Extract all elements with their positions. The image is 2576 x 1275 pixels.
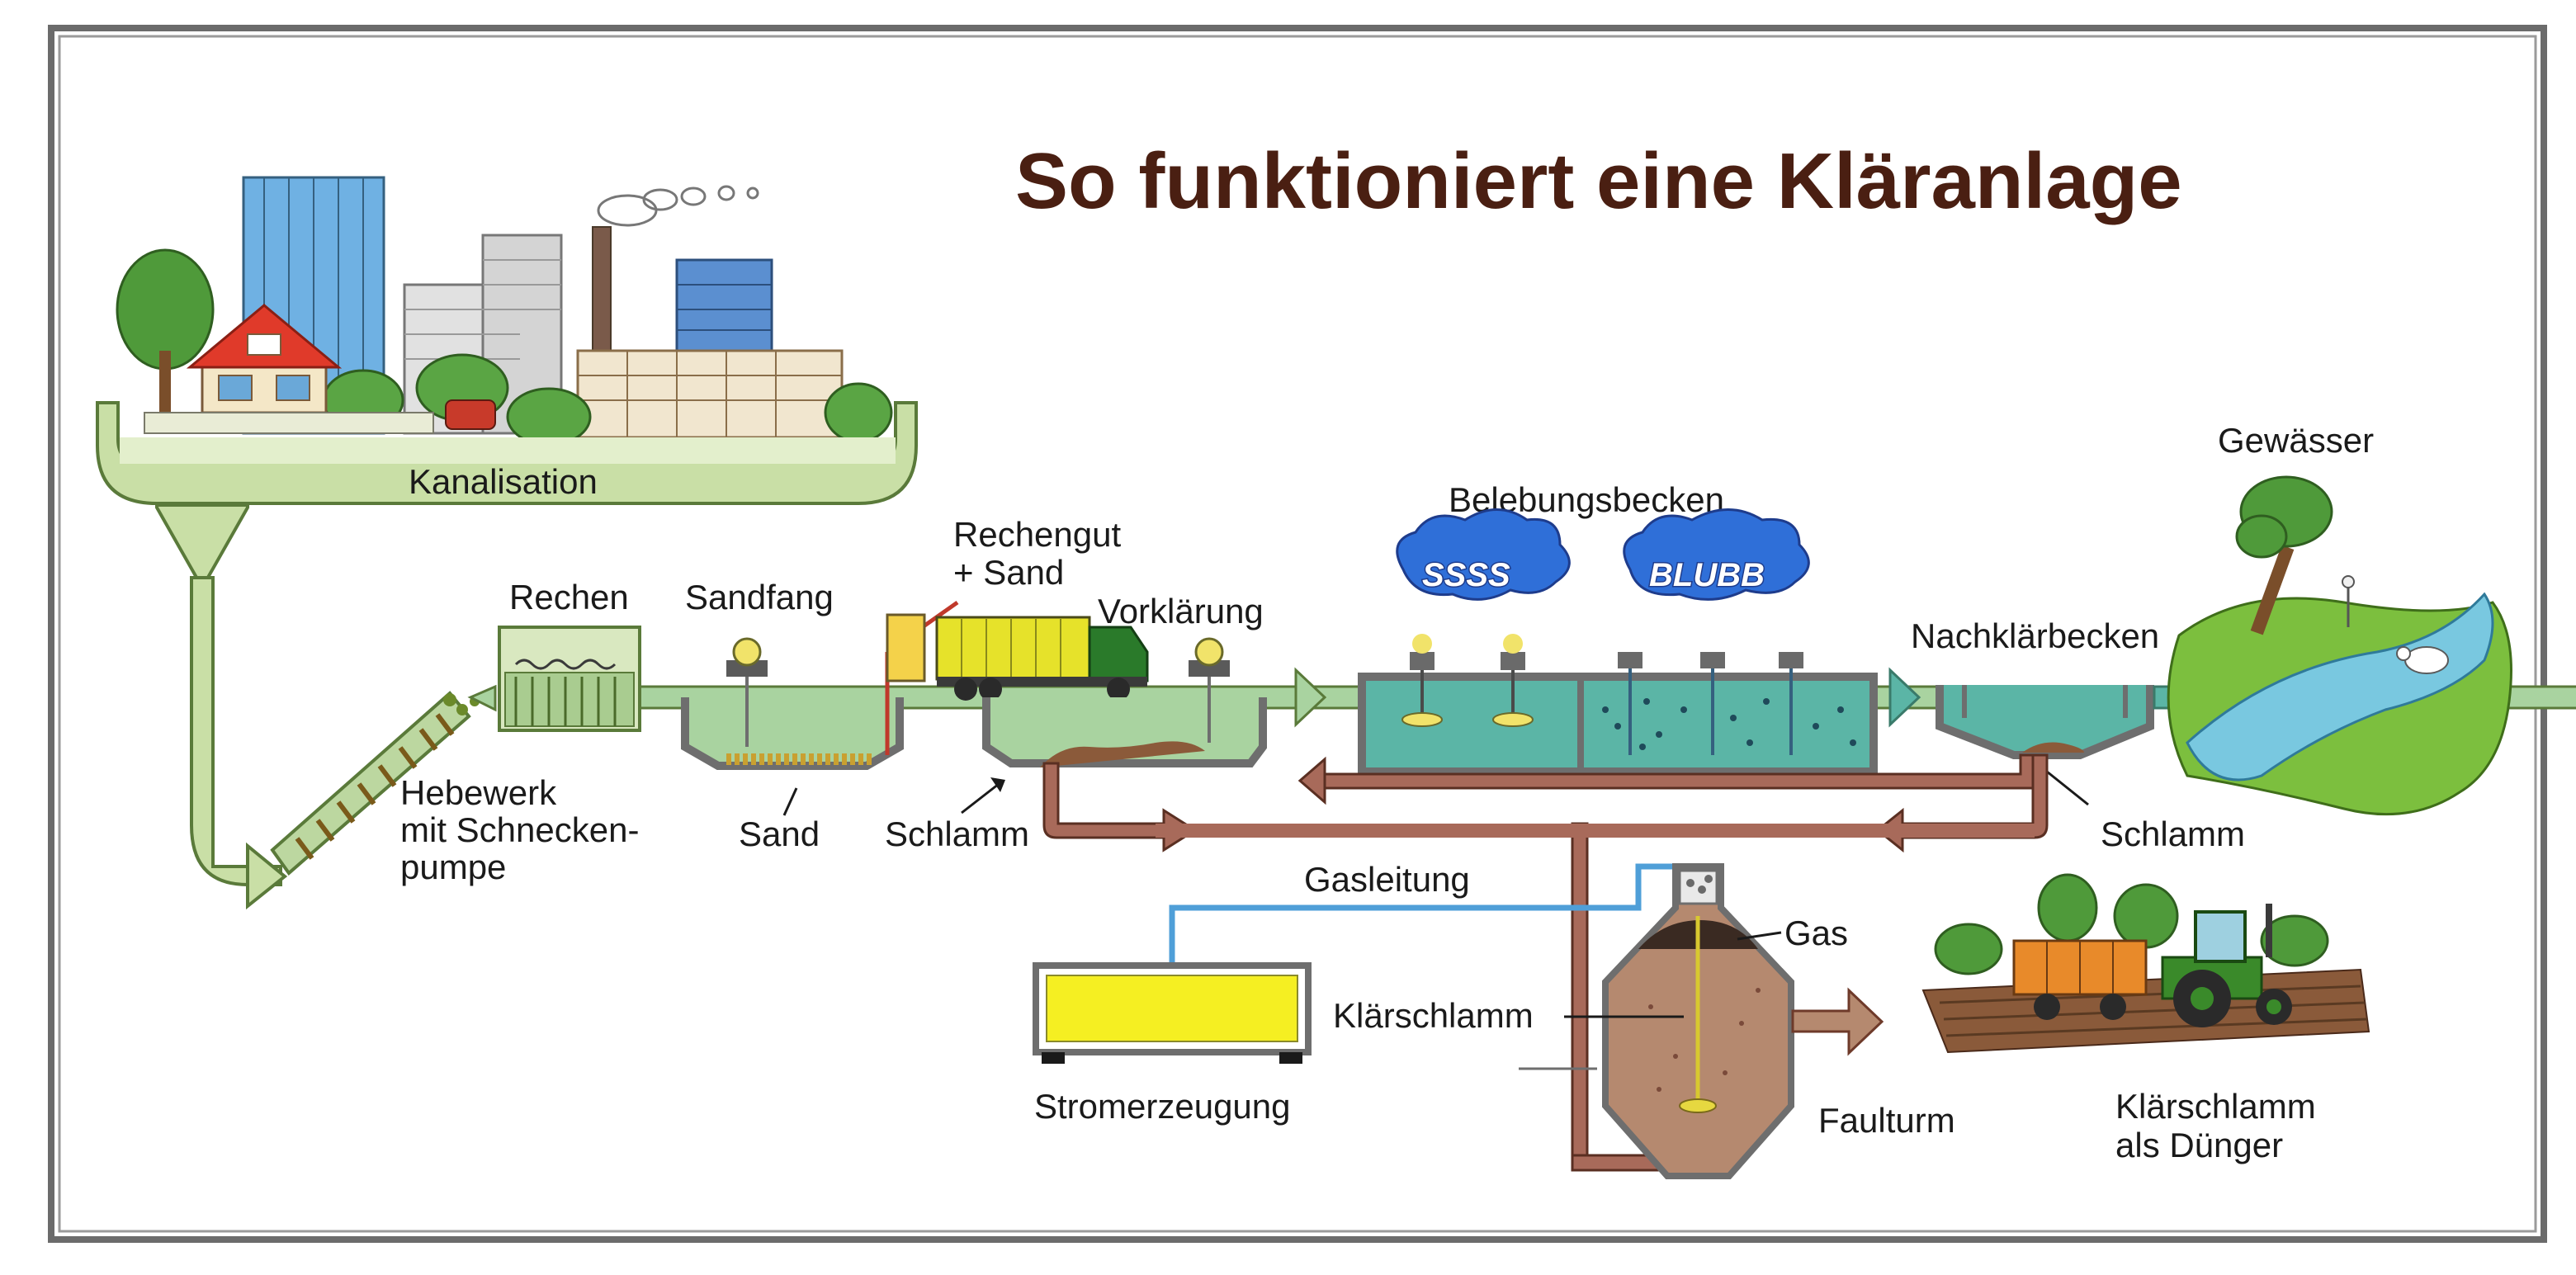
diagram-frame (48, 25, 2547, 1243)
label-rechengut-line1: Rechengut (953, 515, 1121, 554)
gas-pipe (1169, 863, 1684, 966)
label-nachklaerbecken: Nachklärbecken (1911, 616, 2159, 655)
svg-text:BLUBB: BLUBB (1649, 557, 1765, 593)
faulturm-tower (1602, 863, 1794, 1179)
label-hebewerk-line2: mit Schnecken- (400, 810, 639, 849)
label-stromerzeugung: Stromerzeugung (1034, 1087, 1291, 1126)
label-schlamm-vorklaerung: Schlamm (885, 815, 1029, 853)
river-illustration (2167, 475, 2512, 816)
label-vorklaerung: Vorklärung (1098, 592, 1264, 630)
label-kanalisation: Kanalisation (409, 462, 598, 501)
inflow-pipe (190, 576, 282, 886)
field-tractor-illustration (1921, 873, 2370, 1054)
label-rechen: Rechen (509, 578, 629, 616)
screw-pump (270, 691, 480, 876)
vorklaerung-basin (982, 637, 1267, 767)
rechen-unit (498, 626, 641, 732)
label-gasleitung: Gasleitung (1304, 860, 1470, 899)
page-title: So funktioniert eine Kläranlage (1015, 137, 2182, 225)
label-hebewerk-line1: Hebewerk (400, 773, 557, 812)
inflow-arrow (155, 503, 249, 592)
label-klaerschlamm: Klärschlamm (1333, 996, 1534, 1035)
svg-text:SSSS: SSSS (1422, 557, 1510, 593)
nachklaerbecken-basin (1936, 685, 2154, 759)
city-illustration (116, 176, 893, 446)
cloud-blubb: BLUBB (1623, 508, 1810, 601)
label-hebewerk-line3: pumpe (400, 848, 506, 886)
stromerzeugung-box (1033, 962, 1312, 1064)
sand-crane (885, 600, 959, 755)
label-sandfang: Sandfang (685, 578, 834, 616)
flow-arrow-belebung (1294, 667, 1327, 728)
cloud-ssss: SSSS (1396, 508, 1571, 601)
belebungsbecken-basin (1358, 634, 1878, 776)
label-duenger-line2: als Dünger (2115, 1126, 2283, 1164)
label-rechengut-line2: + Sand (953, 553, 1064, 592)
label-gewaesser: Gewässer (2218, 421, 2374, 460)
label-schlamm-nachklaer: Schlamm (2101, 815, 2245, 853)
label-gas: Gas (1784, 914, 1848, 952)
truck (935, 616, 1149, 701)
label-sand: Sand (739, 815, 820, 853)
sandfang-basin (681, 637, 904, 770)
flow-arrow-nachklaer (1888, 667, 1921, 728)
faulturm-outflow-arrow (1791, 987, 1884, 1056)
label-duenger-line1: Klärschlamm (2115, 1087, 2316, 1126)
label-faulturm: Faulturm (1818, 1101, 1955, 1140)
